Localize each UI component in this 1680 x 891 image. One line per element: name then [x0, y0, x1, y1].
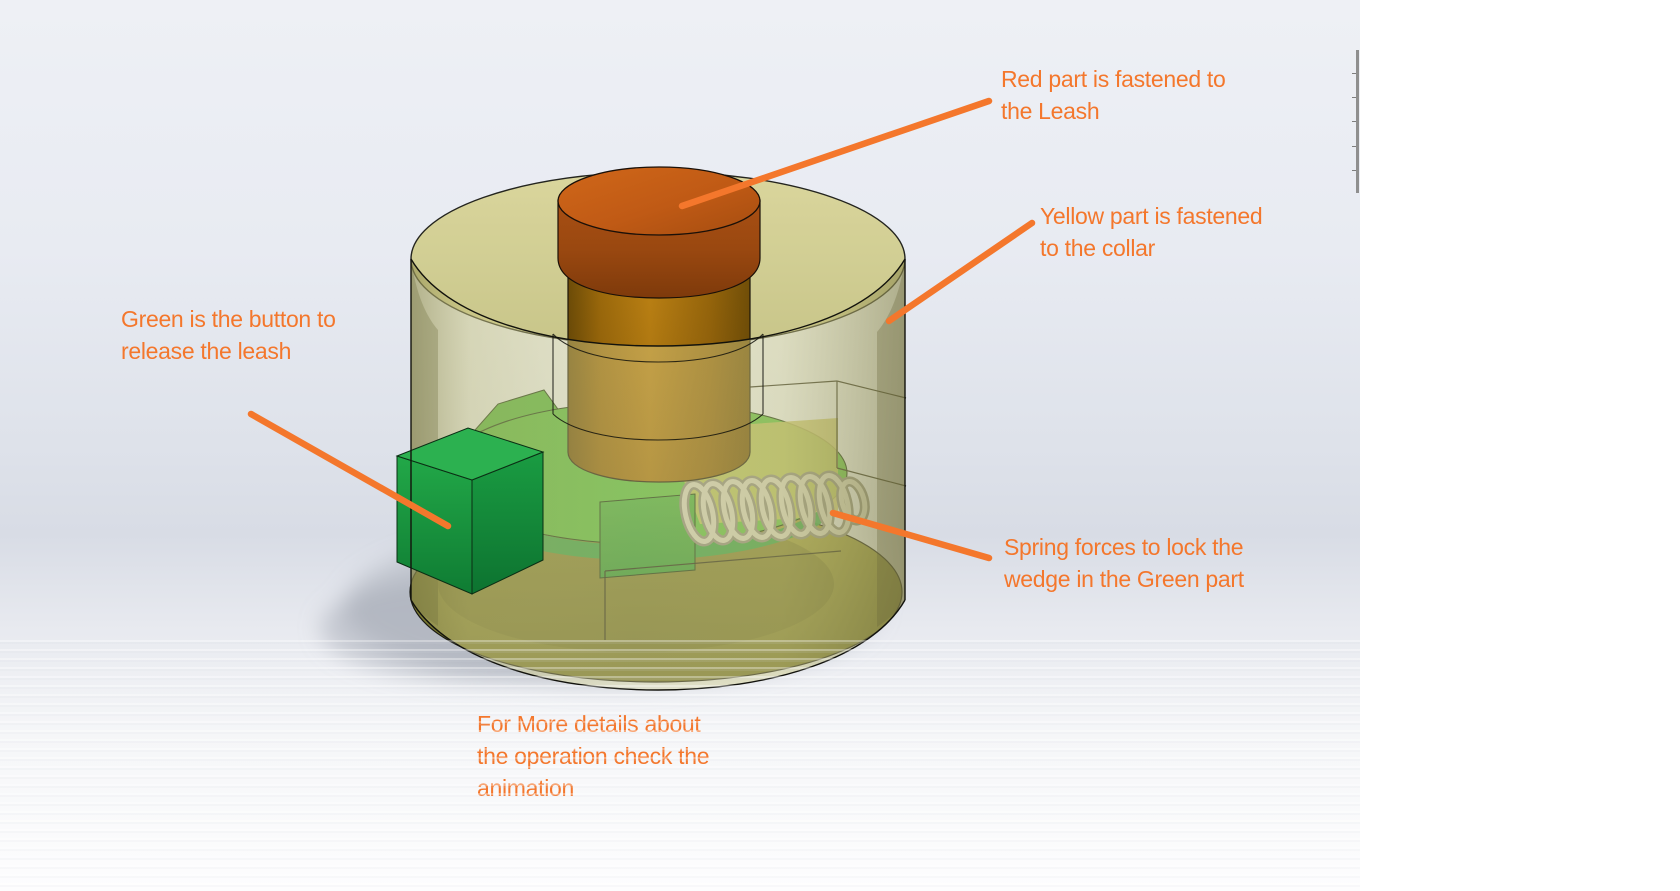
annotation-footer: For More details about the operation che… [477, 711, 710, 801]
red-cap[interactable] [557, 166, 761, 299]
vertical-ruler [1352, 50, 1359, 193]
right-blank-panel [1360, 0, 1680, 891]
ruler-tick [1352, 121, 1356, 122]
leader-line-red [678, 97, 993, 210]
ruler-tick [1352, 97, 1356, 98]
annotation-red-part: Red part is fastened to the Leash [1001, 66, 1226, 124]
ruler-tick [1352, 73, 1356, 74]
green-button[interactable] [395, 427, 545, 595]
ruler-tick [1352, 146, 1356, 147]
leader-line-yellow [885, 219, 1036, 325]
leader-line-green [247, 410, 452, 530]
cad-viewport[interactable]: Red part is fastened to the Leash Yellow… [0, 0, 1360, 891]
leash-lock-model [247, 97, 1036, 691]
annotation-yellow-part: Yellow part is fastened to the collar [1040, 203, 1263, 261]
leader-line-spring [829, 509, 993, 562]
housing-outlines [410, 258, 906, 691]
annotation-spring: Spring forces to lock the wedge in the G… [1004, 534, 1244, 592]
ruler-tick [1352, 170, 1356, 171]
annotation-green-part: Green is the button to release the leash [121, 306, 336, 364]
leader-lines [247, 97, 1036, 562]
